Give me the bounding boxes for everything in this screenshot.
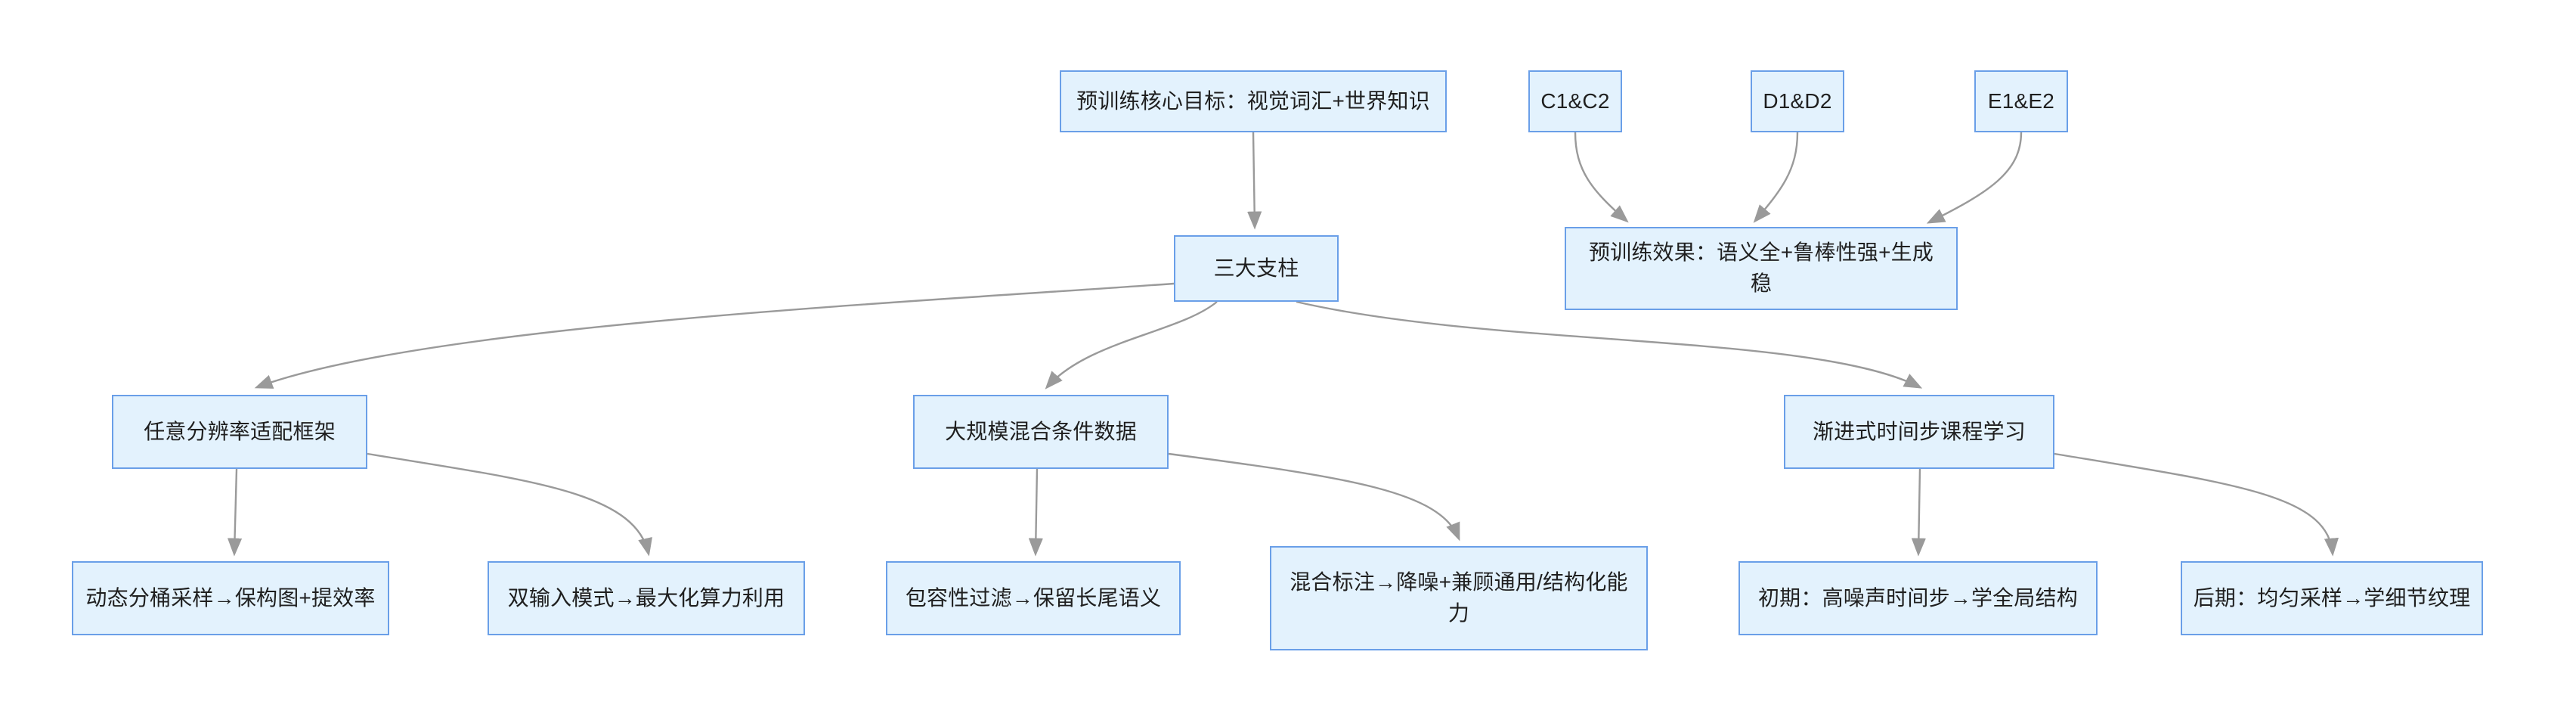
node-goal[interactable]: 预训练核心目标：视觉词汇+世界知识 [1060, 70, 1447, 132]
edge-resolution-to-dualinput [367, 452, 652, 557]
edge-curriculum-to-late [2054, 452, 2339, 557]
node-early-stage[interactable]: 初期：高噪声时间步→学全局结构 [1738, 561, 2098, 635]
node-c1c2[interactable]: C1&C2 [1528, 70, 1622, 132]
edge-pillars-to-resolution [254, 282, 1175, 389]
node-hybrid-annotation[interactable]: 混合标注→降噪+兼顾通用/结构化能 力 [1270, 546, 1648, 650]
node-curriculum-learning[interactable]: 渐进式时间步课程学习 [1784, 395, 2054, 469]
edge-data-to-annotation [1168, 452, 1460, 542]
node-d1d2[interactable]: D1&D2 [1751, 70, 1844, 132]
node-three-pillars[interactable]: 三大支柱 [1174, 235, 1339, 302]
node-resolution-framework[interactable]: 任意分辨率适配框架 [112, 395, 367, 469]
edge-curriculum-to-early [1911, 468, 1926, 557]
node-late-stage[interactable]: 后期：均匀采样→学细节纹理 [2181, 561, 2483, 635]
edge-d1d2-to-effect [1753, 132, 1799, 223]
node-inclusive-filtering[interactable]: 包容性过滤→保留长尾语义 [886, 561, 1181, 635]
node-large-scale-data[interactable]: 大规模混合条件数据 [913, 395, 1169, 469]
node-e1e2[interactable]: E1&E2 [1974, 70, 2068, 132]
node-dual-input-mode[interactable]: 双输入模式→最大化算力利用 [488, 561, 805, 635]
edge-pillars-to-curriculum [1296, 300, 1923, 389]
edge-data-to-filter [1028, 468, 1043, 557]
node-pretrain-effect[interactable]: 预训练效果：语义全+鲁棒性强+生成 稳 [1565, 227, 1958, 310]
edge-c1c2-to-effect [1574, 132, 1629, 223]
node-dynamic-bucket-sampling[interactable]: 动态分桶采样→保构图+提效率 [72, 561, 389, 635]
edge-goal-to-pillars [1247, 132, 1262, 230]
edge-e1e2-to-effect [1926, 132, 2023, 224]
edge-resolution-to-bucket [227, 468, 243, 557]
edge-pillars-to-data [1045, 301, 1218, 390]
